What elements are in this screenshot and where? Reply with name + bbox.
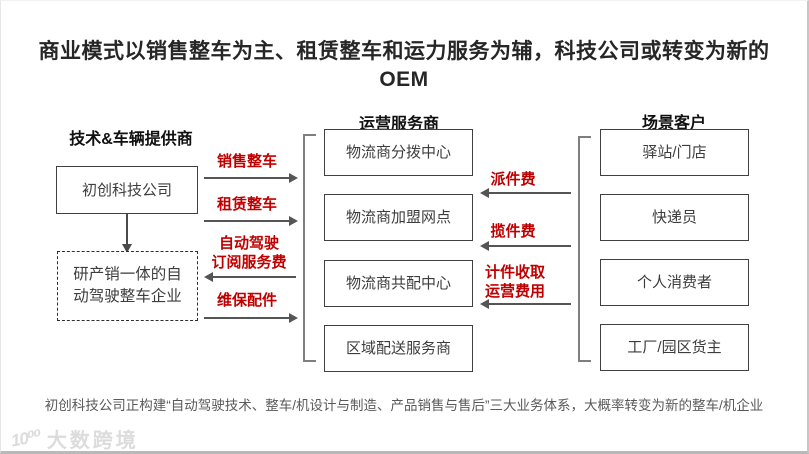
googol-logo-icon: 10⁰⁰	[9, 426, 43, 450]
flow-arrow-sell-head-icon	[289, 173, 298, 183]
flow-arrow-operation-fee-head-icon	[480, 299, 489, 309]
flow-arrow-delivery-fee-head-icon	[480, 188, 489, 198]
customers-bracket-bottom-stub	[578, 360, 591, 362]
flow-label-pickup-fee: 揽件费	[490, 223, 536, 240]
flow-arrow-lease-head-icon	[289, 216, 298, 226]
column-header-customers: 场景客户	[641, 115, 706, 132]
flow-arrow-sell-line	[204, 177, 289, 179]
flow-arrow-subscription-line	[213, 276, 296, 278]
flow-arrow-pickup-fee-line	[489, 245, 571, 247]
operators-bracket-bottom-stub	[303, 360, 316, 362]
box-regional-delivery-provider: 区域配送服务商	[324, 325, 473, 372]
arrow-startup-to-oem-line	[126, 214, 128, 246]
flow-label-sell-vehicle: 销售整车	[216, 153, 277, 170]
column-header-provider: 技术&车辆提供商	[69, 131, 193, 148]
operators-bracket-line	[303, 134, 305, 362]
box-startup-company: 初创科技公司	[56, 166, 198, 214]
customers-bracket-line	[578, 136, 580, 362]
box-individual-consumer: 个人消费者	[600, 259, 749, 306]
flow-label-lease-vehicle: 租赁整车	[216, 196, 277, 213]
box-codistribution-center: 物流商共配中心	[324, 260, 473, 307]
flow-arrow-maintenance-head-icon	[289, 313, 298, 323]
flow-arrow-maintenance-line	[204, 317, 289, 319]
box-sorting-center: 物流商分拨中心	[324, 129, 473, 176]
page-title: 商业模式以销售整车为主、租赁整车和运力服务为辅，科技公司或转变为新的OEM	[38, 40, 770, 91]
flow-arrow-subscription-head-icon	[204, 272, 213, 282]
flow-label-per-piece-operation-fee: 计件收取 运营费用	[484, 264, 545, 300]
flow-label-delivery-fee: 派件费	[490, 171, 536, 188]
box-courier: 快递员	[600, 194, 749, 241]
flow-arrow-delivery-fee-line	[489, 192, 571, 194]
watermark: 10⁰⁰ 大数跨境	[9, 424, 139, 452]
watermark-label: 大数跨境	[46, 430, 139, 452]
arrow-startup-to-oem-head-icon	[122, 244, 132, 253]
flow-arrow-operation-fee-line	[489, 303, 571, 305]
column-header-operators: 运营服务商	[358, 116, 439, 133]
box-factory-park-shipper: 工厂/园区货主	[600, 324, 749, 371]
flow-label-subscription-fee: 自动驾驶 订阅服务费	[211, 235, 287, 271]
customers-bracket-top-stub	[578, 136, 591, 138]
box-station-store: 驿站/门店	[600, 129, 749, 176]
box-oem-enterprise: 研产销一体的自 动驾驶整车企业	[57, 251, 198, 321]
flow-arrow-pickup-fee-head-icon	[480, 241, 489, 251]
flow-label-maintenance-parts: 维保配件	[216, 292, 277, 309]
flow-arrow-lease-line	[204, 220, 289, 222]
footnote: 初创科技公司正构建“自动驾驶技术、整车/机设计与制造、产品销售与售后”三大业务体…	[44, 398, 764, 413]
operators-bracket-top-stub	[303, 134, 316, 136]
box-franchise-outlet: 物流商加盟网点	[324, 194, 473, 241]
